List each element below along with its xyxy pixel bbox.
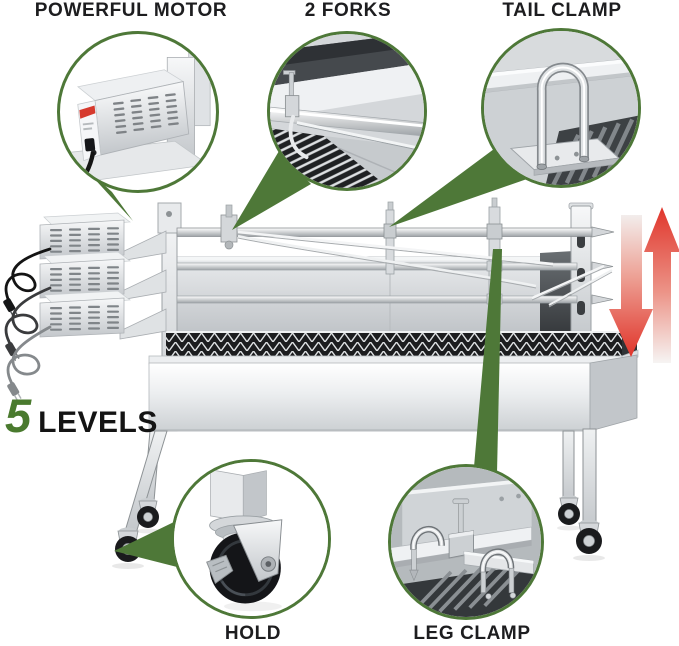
pointer-wedge-leg-clamp [474,249,502,473]
backsplash-rail [484,57,638,93]
levels-badge: 5 LEVELS [5,392,158,439]
inset-tail-clamp [481,28,641,188]
callout-label-powerful-motor: POWERFUL MOTOR [34,0,228,21]
pointer-wedge-tail-clamp [389,149,527,227]
callout-label-hold: HOLD [224,623,282,644]
pointer-wedge-forks [232,151,311,230]
square-leg-post [210,469,244,523]
u-bolt [536,62,589,166]
callout-label-tail-clamp: TAIL CLAMP [502,0,622,21]
motor-closeup-illustration [62,51,211,190]
callout-label-leg-clamp: LEG CLAMP [413,623,531,644]
inset-leg-clamp [388,464,544,620]
motor-unit-2 [39,251,167,301]
caster-left-rear [137,498,159,528]
caster-wheel-closeup-illustration [174,462,328,616]
tail-clamp-on-rod [383,201,397,275]
left-hook-clamp [410,526,445,550]
motor-unit-3 [39,290,167,340]
levels-number: 5 [5,389,32,442]
caster-right-rear [558,495,580,525]
tail-clamp-closeup-illustration [484,31,638,185]
grill-basin [148,349,639,432]
leg-clamp-closeup-illustration [391,467,541,617]
pointer-wedge-hold [114,521,181,568]
caster-right-front [576,519,602,554]
inset-powerful-motor [57,31,219,193]
forks-closeup-illustration [270,34,424,188]
height-lower-arrow-icon [609,215,653,357]
motor-stack [39,212,167,340]
levels-word: LEVELS [38,406,158,439]
power-cords [3,247,52,401]
right-hook-clamp [479,548,515,573]
inset-hold-caster [171,459,331,619]
height-raise-arrow-icon [644,207,679,363]
grill-legs [122,428,597,541]
rotisserie-fork-right [531,264,613,308]
callout-label-two-forks: 2 FORKS [304,0,392,21]
charcoal-grate [166,331,637,357]
inset-two-forks [267,31,427,191]
motor-red-label [79,105,96,119]
